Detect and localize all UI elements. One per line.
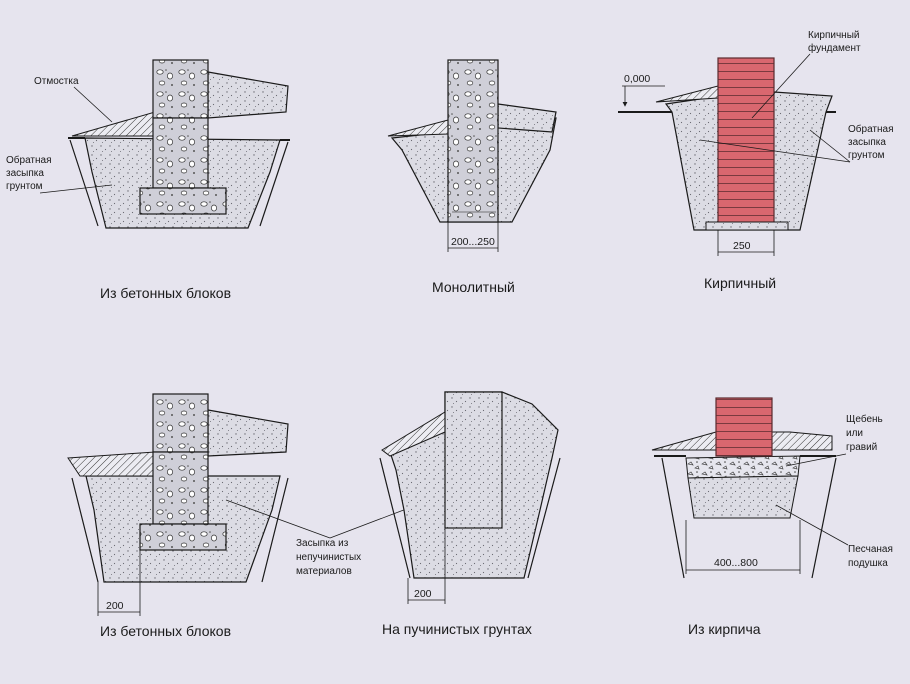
leader-sand: [775, 504, 849, 546]
label-fill-2: непучинистых: [296, 552, 361, 563]
dim-label: 200: [414, 588, 432, 600]
gravel-layer: [685, 455, 801, 479]
sand-cushion: [687, 475, 799, 519]
block-middle: [152, 117, 209, 189]
panel-concrete-blocks-bottom: 200 Из бетонных блоков: [67, 393, 289, 639]
caption-p4: Из бетонных блоков: [100, 623, 231, 639]
caption-p2: Монолитный: [432, 279, 515, 295]
soil-mound-right: [497, 103, 557, 133]
ground-slope: [379, 457, 561, 579]
dim-label: 200...250: [451, 236, 495, 248]
caption-p5: На пучинистых грунтах: [382, 621, 532, 637]
brick-wall: [717, 57, 775, 225]
monolith-wall: [444, 391, 503, 529]
leader-brick: [751, 53, 811, 119]
level-label: 0,000: [624, 73, 650, 85]
soil-mound: [207, 71, 289, 119]
ground-slope: [69, 139, 289, 227]
label-otmostka: Отмостка: [34, 76, 79, 87]
ground-line: [68, 137, 290, 141]
caption-p1: Из бетонных блоков: [100, 285, 231, 301]
label-brick-1: Кирпичный: [808, 30, 859, 41]
leader-fill-left: [225, 499, 331, 539]
dim-label: 250: [733, 240, 751, 252]
block-footing: [139, 523, 227, 551]
leader-backfill-b: [809, 129, 851, 163]
soil-mound: [207, 409, 289, 457]
block-upper: [152, 393, 209, 453]
caption-p6: Из кирпича: [688, 621, 761, 637]
block-footing: [139, 187, 227, 215]
caption-p3: Кирпичный: [704, 275, 776, 291]
label-gravel-2: или: [846, 428, 863, 439]
dim-label: 400...800: [714, 557, 758, 569]
block-middle: [152, 451, 209, 525]
panel-concrete-blocks-top: Отмостка Обратная засыпка грунтом Из бет…: [6, 59, 290, 301]
monolith-wall: [447, 59, 499, 223]
label-gravel-1: Щебень: [846, 413, 883, 425]
label-sand-2: подушка: [848, 558, 888, 569]
blind-area-left: [387, 119, 449, 137]
label-fill-3: материалов: [296, 566, 352, 577]
blind-area: [67, 451, 156, 477]
label-brick-2: фундамент: [808, 42, 861, 54]
leader-gravel: [785, 453, 847, 467]
label-backfill-2: засыпка: [848, 137, 886, 148]
dim-label: 200: [106, 600, 124, 612]
blind-area: [71, 111, 159, 137]
trench-walls: [661, 457, 837, 579]
label-fill-1: Засыпка из: [296, 538, 349, 549]
brick-footing: [705, 221, 789, 231]
ground-slope: [71, 477, 289, 583]
panel-brick-top: 0,000 Кирпичный фундамент Обратная засып…: [618, 30, 894, 291]
label-backfill-3: грунтом: [848, 150, 885, 161]
panel-monolithic: 200...250 Монолитный: [387, 59, 557, 295]
brick-wall: [715, 397, 773, 457]
leader-backfill: [39, 184, 113, 194]
label-sand-1: Песчаная: [848, 544, 893, 555]
label-backfill-1: Обратная: [848, 123, 894, 135]
label-backfill-1: Обратная: [6, 154, 52, 166]
label-gravel-3: гравий: [846, 442, 877, 453]
panel-heaving-soil: 200 На пучинистых грунтах: [379, 391, 561, 637]
leader-otmostka: [73, 86, 113, 123]
panel-brick-bottom: Щебень или гравий Песчаная подушка 400..…: [651, 397, 893, 637]
label-backfill-3: грунтом: [6, 181, 43, 192]
leader-backfill-a: [699, 139, 851, 163]
label-backfill-2: засыпка: [6, 168, 44, 179]
block-upper: [152, 59, 209, 119]
